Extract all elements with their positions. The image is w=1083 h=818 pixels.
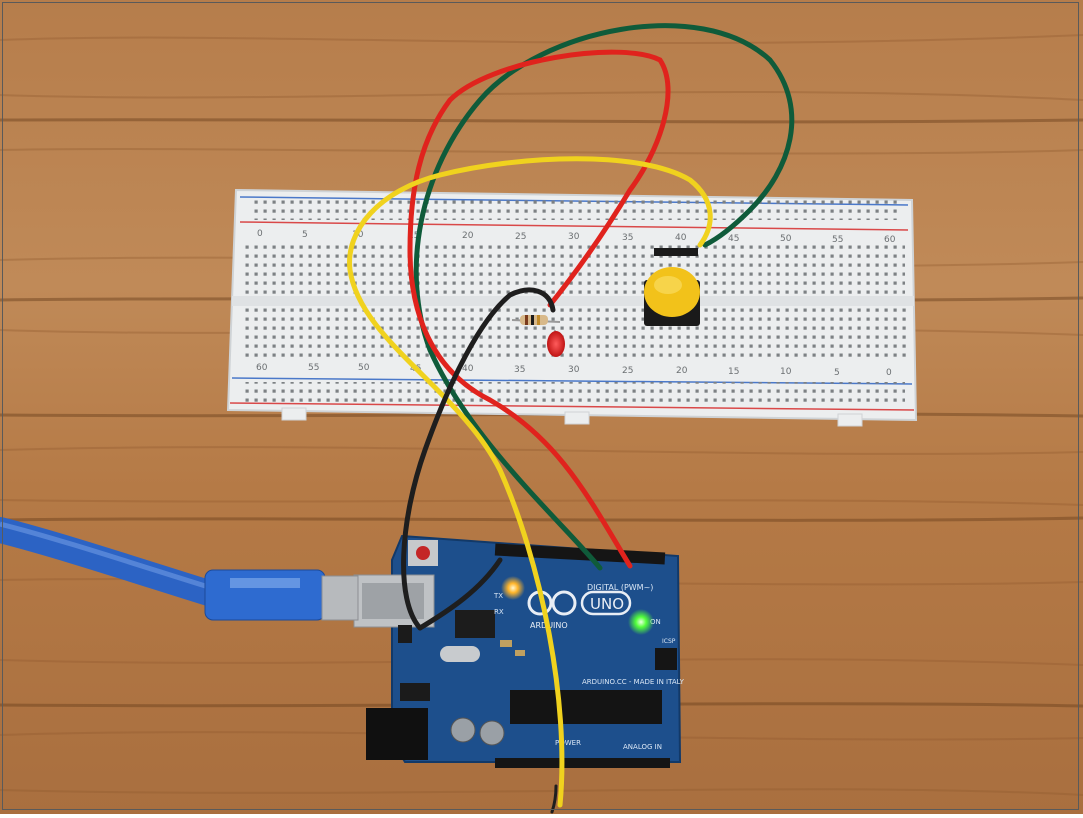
red-wire: [407, 49, 671, 569]
wires: [347, 23, 795, 814]
bb-top-num: 50: [780, 234, 792, 244]
bb-bottom-num: 55: [308, 363, 319, 373]
bb-top-num: 20: [462, 231, 474, 241]
bb-bottom-num: 50: [358, 363, 370, 373]
bb-bottom-num: 0: [886, 368, 892, 378]
bb-top-num: 25: [515, 232, 526, 242]
bb-bottom-num: 30: [568, 365, 580, 375]
yellow-wire: [347, 156, 713, 808]
power-led-glow: [628, 609, 654, 635]
on-label: ON: [650, 618, 661, 626]
tx-led-glow: [501, 576, 525, 600]
red-led: [547, 329, 565, 357]
uno-logo-text: UNO: [590, 595, 624, 613]
bb-top-num: 55: [832, 235, 843, 245]
black-wire: [401, 287, 556, 631]
bb-bottom-num: 60: [256, 363, 268, 373]
bb-bottom-num: 5: [834, 368, 840, 378]
icsp-label: ICSP: [662, 638, 676, 645]
bb-top-num: 45: [728, 234, 739, 244]
bb-bottom-num: 35: [514, 365, 525, 375]
bb-top-num: 5: [302, 230, 308, 240]
analog-label: ANALOG IN: [623, 743, 662, 751]
push-button: [644, 248, 700, 326]
made-in-label: ARDUINO.CC - MADE IN ITALY: [582, 678, 685, 686]
bb-bottom-num: 25: [622, 366, 633, 376]
bb-top-num: 0: [257, 229, 263, 239]
breadboard: 0 5 10 15 20 25 30 35 40 45 50 55 60 60 …: [226, 188, 918, 427]
bb-top-num: 40: [675, 233, 687, 243]
bb-bottom-num: 10: [780, 367, 792, 377]
digital-label: DIGITAL (PWM~): [587, 583, 653, 592]
bb-bottom-num: 20: [676, 366, 688, 376]
bb-bottom-num: 15: [728, 367, 739, 377]
arduino-board: DIGITAL (PWM~) UNO ARDUINO TX RX ON ICSP…: [353, 534, 685, 768]
bb-top-num: 35: [622, 233, 633, 243]
bb-top-num: 60: [884, 235, 896, 245]
bb-bottom-num: 40: [462, 364, 474, 374]
usb-cable: [0, 517, 359, 621]
rx-label: RX: [494, 608, 504, 616]
resistor: [511, 315, 561, 325]
bb-top-num: 15: [408, 231, 419, 241]
bb-top-num: 30: [568, 232, 580, 242]
tx-label: TX: [493, 592, 503, 600]
power-label: POWER: [555, 739, 581, 747]
